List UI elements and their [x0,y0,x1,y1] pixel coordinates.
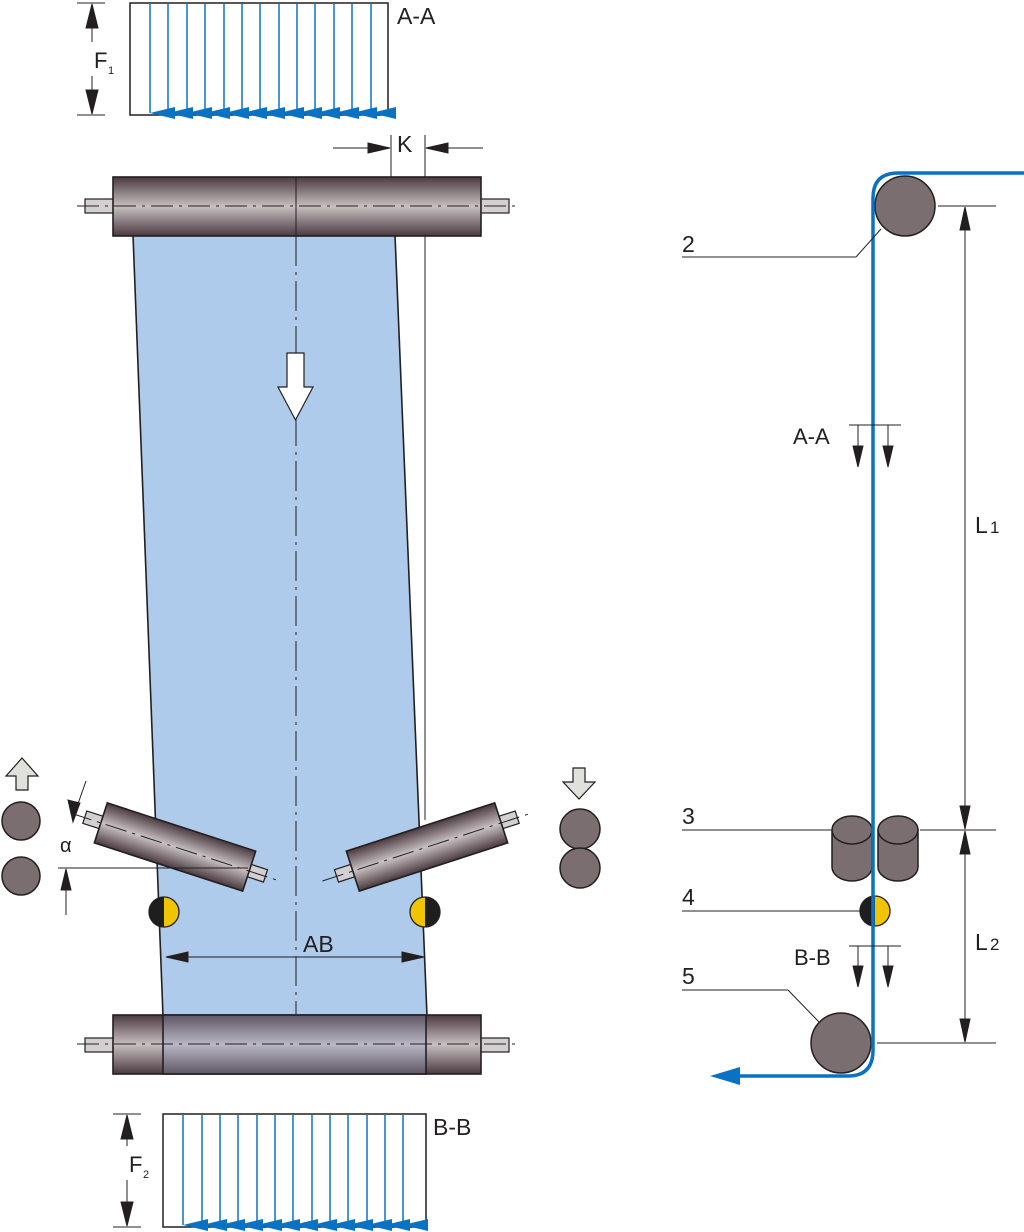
right-indicator-roller-top [559,808,601,850]
dimension-k [333,135,483,820]
left-indicator-roller-top [1,801,41,841]
left-guide-roller [70,801,280,893]
bottom-roller [77,1014,517,1075]
label-l1: L [975,512,988,538]
label-ab: AB [303,931,334,957]
force-distribution-aa: F 1 A-A [77,2,436,119]
callout-5: 5 [682,963,695,989]
section-marker-bb [849,945,901,988]
web-material [133,235,427,1016]
label-f2: F [129,1152,142,1177]
callout-2: 2 [682,231,695,257]
callout-3: 3 [682,803,695,829]
dimension-ab [165,951,425,963]
label-l2-sub: 2 [990,935,999,954]
force-distribution-bb: F 2 B-B [113,1113,471,1231]
sensor-4 [859,895,891,927]
top-roller [77,176,517,237]
label-alpha: α [60,835,72,857]
label-l1-sub: 1 [990,518,999,537]
right-indicator-roller-bottom [559,847,601,889]
dimension-alpha [58,780,248,915]
callout-lines [682,228,882,1023]
callout-4: 4 [682,884,695,910]
label-f2-sub: 2 [143,1169,149,1181]
lift-up-arrow-icon [4,757,40,791]
roller-5 [810,1012,872,1074]
force-arrows-bb [182,1115,428,1231]
dimension-l1-l2 [877,205,996,1044]
side-view: 2 3 4 5 A-A B-B [682,171,1024,1085]
label-l2: L [975,929,988,955]
label-f1: F [94,48,107,73]
label-section-aa: A-A [397,3,436,29]
left-indicator-roller-bottom [1,856,41,896]
label-f1-sub: 1 [108,65,114,77]
roller-2 [874,175,936,237]
web-direction-arrow [277,352,314,422]
web-path [735,171,1024,1078]
label-section-aa-side: A-A [793,424,830,449]
force-arrows-aa [149,4,396,119]
roller-3-pair [831,815,919,882]
web-exit-arrow-icon [710,1067,740,1085]
label-section-bb: B-B [433,1114,471,1140]
label-k: K [397,131,413,157]
press-down-arrow-icon [561,767,597,800]
right-guide-roller [322,801,532,893]
dimension-f1 [77,2,105,116]
left-edge-sensor [148,896,180,928]
right-edge-sensor [409,896,441,928]
section-marker-aa [849,424,901,468]
label-section-bb-side: B-B [794,945,831,970]
